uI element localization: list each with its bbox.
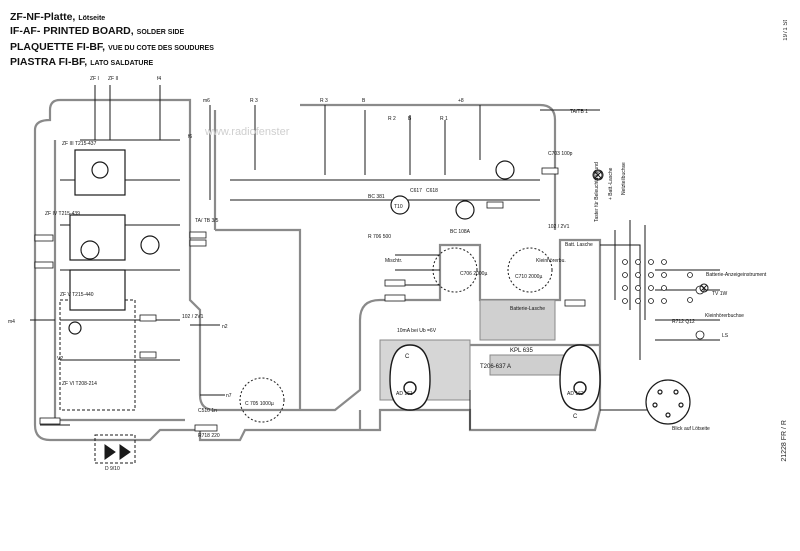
label-r2: R 2	[388, 116, 396, 122]
label-ta-tb35: TA/ TB 3/5	[195, 218, 219, 224]
power-transistors	[389, 344, 601, 411]
label-c618: C618	[426, 188, 438, 194]
label-ls: LS	[722, 333, 729, 339]
label-b2: B	[408, 116, 412, 122]
label-plus: +8	[458, 98, 464, 104]
label-taster: Taster für Beleuchtung und	[594, 162, 600, 222]
label-r3a: R 3	[250, 98, 258, 104]
label-ta-tb1: TA/TB 1	[570, 109, 588, 115]
label-r712: R712 Q12	[672, 319, 695, 325]
label-f6: f6	[188, 134, 192, 140]
traces	[30, 85, 720, 430]
label-v2: V2	[57, 356, 63, 362]
label-tv: TV 1W	[712, 291, 728, 297]
label-ma: 10mA bei Ub =6V	[397, 328, 437, 334]
label-zf6: ZF VI T208-214	[62, 381, 97, 387]
resistor-boxes	[34, 167, 586, 432]
title-line-en: IF-AF- PRINTED BOARD,SOLDER SIDE	[10, 25, 185, 37]
label-bc108: BC 108A	[450, 229, 471, 235]
label-r706: R 706 500	[368, 234, 391, 240]
label-t10: T10	[394, 204, 403, 210]
label-ad161: AD 161	[396, 391, 413, 397]
label-c706: C706 2000µ	[460, 271, 487, 277]
label-c703: C703 100p	[548, 151, 573, 157]
label-c710: C710 2000µ	[515, 274, 542, 280]
label-c1: C	[405, 354, 410, 360]
label-m4: m4	[8, 319, 15, 325]
label-c617: C617	[410, 188, 422, 194]
label-c705: C 705 1000µ	[245, 401, 274, 407]
label-zf5: ZF V T215-440	[60, 292, 94, 298]
label-tr206: T206-637 A	[480, 364, 511, 370]
label-bc381: BC 381	[368, 194, 385, 200]
lamp-symbols	[592, 169, 709, 293]
label-b: B	[362, 98, 366, 104]
label-r1: R 1	[440, 116, 448, 122]
label-bat-anzeige: Batterie-Anzeigeinstrument	[706, 272, 767, 278]
title-line-de: ZF-NF-Platte,Lötseite	[10, 11, 106, 23]
diode-bridge	[94, 434, 136, 464]
din-socket	[645, 379, 691, 425]
label-zf2: ZF II	[108, 76, 118, 82]
label-c510: C510 1n	[198, 408, 217, 414]
label-zf1: ZF I	[90, 76, 99, 82]
label-c2: C	[573, 414, 578, 420]
label-batt-l: + Batt.-Lasche	[608, 167, 614, 200]
label-blick: Blick auf Lötseite	[672, 426, 710, 432]
title-line-fr: PLAQUETTE FI-BF,VUE DU COTE DES SOUDURES	[10, 41, 214, 53]
label-kopfhoerer: Kleinhörerbu.	[536, 258, 566, 264]
label-n2: n2	[222, 324, 228, 330]
label-netz: Netzteilbuchse	[621, 162, 627, 195]
label-battlasche: Batt. Lasche	[565, 242, 593, 248]
label-zf4: ZF IV T215-439	[45, 211, 80, 217]
label-m6: m6	[203, 98, 210, 104]
watermark: www.radiofenster	[204, 126, 290, 138]
label-d: D 9/10	[105, 466, 120, 472]
label-r3b: R 3	[320, 98, 328, 104]
label-n7: n7	[226, 393, 232, 399]
label-r702: 102 / 2V1	[548, 224, 570, 230]
label-mischtrafo: Mischtr.	[385, 258, 402, 264]
label-kleinhoerer2: Kleinhörerbuchse	[705, 313, 744, 319]
label-zf3: ZF III T215-437	[62, 141, 97, 147]
label-batterie: Batterie-Lasche	[510, 306, 545, 312]
label-r718: R718 220	[198, 433, 220, 439]
transistors	[68, 160, 515, 335]
title-line-it: PIASTRA FI-BF,LATO SALDATURE	[10, 56, 154, 68]
label-ad162: AD 162	[567, 391, 584, 397]
electrolytic-caps	[239, 247, 553, 423]
label-r701: 102 / 2V1	[182, 314, 204, 320]
label-kpl: KPL 635	[510, 348, 533, 354]
label-f4: f4	[157, 76, 161, 82]
